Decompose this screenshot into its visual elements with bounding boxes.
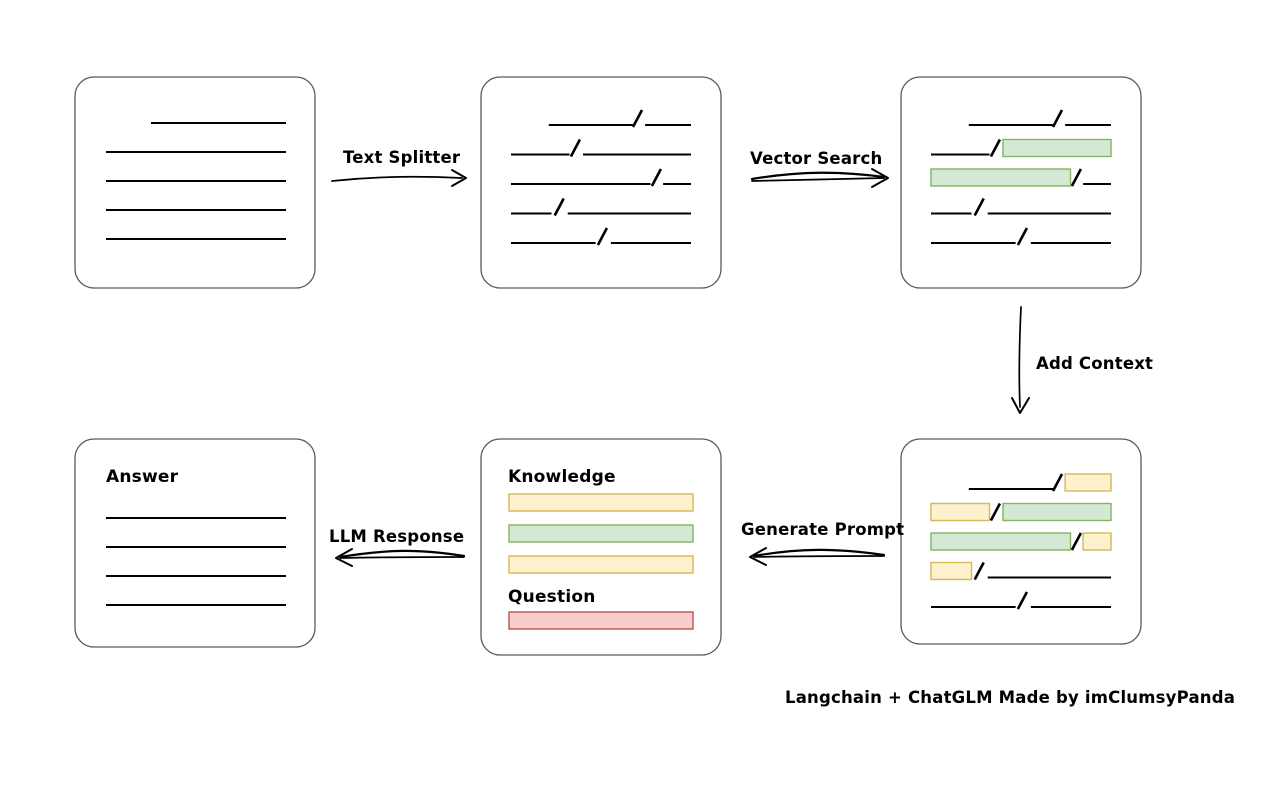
split-chunks-frame [480,76,722,289]
edge-generate-prompt[interactable]: Generate Prompt [741,520,904,566]
edge-label-vector-search: Vector Search [750,149,882,168]
highlight-bar-yellow [1082,532,1112,551]
highlight-bar-yellow [930,502,991,522]
node-context-chunks[interactable] [900,438,1142,645]
edge-label-add-context: Add Context [1036,354,1153,373]
edge-label-generate-prompt: Generate Prompt [741,520,904,539]
answer-box-heading: Answer [106,467,179,487]
slash-separator-icon [1070,168,1083,187]
add-context-arrow-line [1018,306,1022,408]
generate-prompt-arrow-line-lower [753,555,885,558]
slash-separator-icon [1016,227,1029,246]
vector-search-arrow-line-lower [751,177,885,182]
node-split-chunks[interactable] [480,76,722,289]
prompt-bar-yellow [508,555,694,574]
vector-search-arrowhead-icon [871,168,889,188]
slash-separator-icon [596,227,609,246]
answer-box-lines [106,516,286,607]
prompt-bar-red [508,611,694,630]
text-splitter-arrowhead-icon [451,169,467,187]
highlight-bar-green [1002,138,1112,158]
prompt-bar-green [508,524,694,543]
prompt-box-knowledge-bars [508,493,694,574]
edge-label-text-splitter: Text Splitter [343,148,461,167]
llm-response-arrow-line-upper [338,549,466,559]
highlight-bar-green [1002,502,1112,522]
highlight-bar-green [930,168,1072,187]
slash-separator-icon [1016,591,1029,610]
slash-separator-icon [973,561,985,581]
node-source-document[interactable] [74,76,316,289]
source-document-frame [74,76,316,289]
diagram-caption: Langchain + ChatGLM Made by imClumsyPand… [785,688,1235,707]
edge-llm-response[interactable]: LLM Response [329,527,466,567]
slash-separator-icon [973,197,985,217]
matched-chunks-lines [930,109,1112,246]
llm-response-arrowhead-icon [335,548,353,567]
slash-separator-icon [1051,473,1064,492]
vector-search-arrow-line-upper [750,171,886,181]
highlight-bar-yellow [930,561,973,581]
llm-response-arrow-line-lower [339,556,465,559]
slash-separator-icon [1070,532,1083,551]
node-matched-chunks[interactable] [900,76,1142,289]
split-chunks-lines [511,109,691,246]
slash-separator-icon [989,138,1002,158]
text-splitter-arrow-line [331,175,463,182]
highlight-bar-green [930,532,1072,551]
source-document-lines [106,121,286,241]
prompt-bar-yellow [508,493,694,512]
slash-separator-icon [569,138,582,158]
edge-add-context[interactable]: Add Context [1011,306,1153,414]
prompt-box-frame [480,438,722,656]
answer-box-frame [74,438,316,648]
context-chunks-lines [930,473,1112,610]
edge-vector-search[interactable]: Vector Search [750,149,889,188]
highlight-bar-yellow [1064,473,1112,492]
prompt-box-heading-question: Question [508,587,596,607]
generate-prompt-arrow-line-upper [752,548,886,558]
edge-text-splitter[interactable]: Text Splitter [331,148,467,187]
slash-separator-icon [650,168,663,187]
prompt-box-question-bars [508,611,694,630]
slash-separator-icon [989,502,1002,522]
node-answer-box[interactable]: Answer [74,438,316,648]
generate-prompt-arrowhead-icon [749,547,767,566]
node-prompt-box[interactable]: Knowledge Question [480,438,722,656]
slash-separator-icon [631,109,644,128]
edge-label-llm-response: LLM Response [329,527,464,546]
add-context-arrowhead-icon [1011,397,1030,414]
slash-separator-icon [1051,109,1064,128]
slash-separator-icon [553,197,565,217]
prompt-box-heading-knowledge: Knowledge [508,467,616,487]
